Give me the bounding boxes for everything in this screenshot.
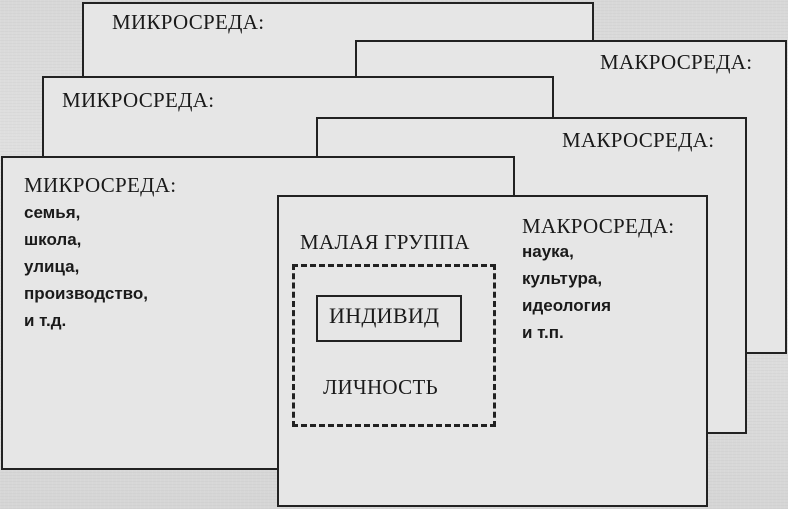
small-group-label: МАЛАЯ ГРУППА [300,230,470,254]
front-macro-list: наука, культура, идеология и т.п. [522,238,611,346]
macro-item-science: наука, [522,242,574,261]
individual-label: ИНДИВИД [329,303,440,328]
back-macro-label: МАКРОСРЕДА: [600,50,753,74]
front-micro-label: МИКРОСРЕДА: [24,173,177,197]
small-group-dashed-box [292,264,496,427]
individual-box [316,295,462,342]
macro-item-etc: и т.п. [522,323,564,342]
macro-item-ideology: идеология [522,296,612,315]
micro-item-street: улица, [24,257,80,276]
front-micro-right-edge [513,156,515,196]
personality-label: ЛИЧНОСТЬ [323,375,438,399]
back-micro-label: МИКРОСРЕДА: [112,10,265,34]
middle-macro-label: МАКРОСРЕДА: [562,128,715,152]
front-macro-label: МАКРОСРЕДА: [522,214,675,238]
micro-item-school: школа, [24,230,82,249]
front-macro-panel [277,195,708,507]
micro-item-etc: и т.д. [24,311,67,330]
micro-item-family: семья, [24,203,81,222]
micro-item-production: производство, [24,284,149,303]
macro-item-culture: культура, [522,269,603,288]
middle-micro-label: МИКРОСРЕДА: [62,88,215,112]
front-micro-list: семья, школа, улица, производство, и т.д… [24,199,148,334]
